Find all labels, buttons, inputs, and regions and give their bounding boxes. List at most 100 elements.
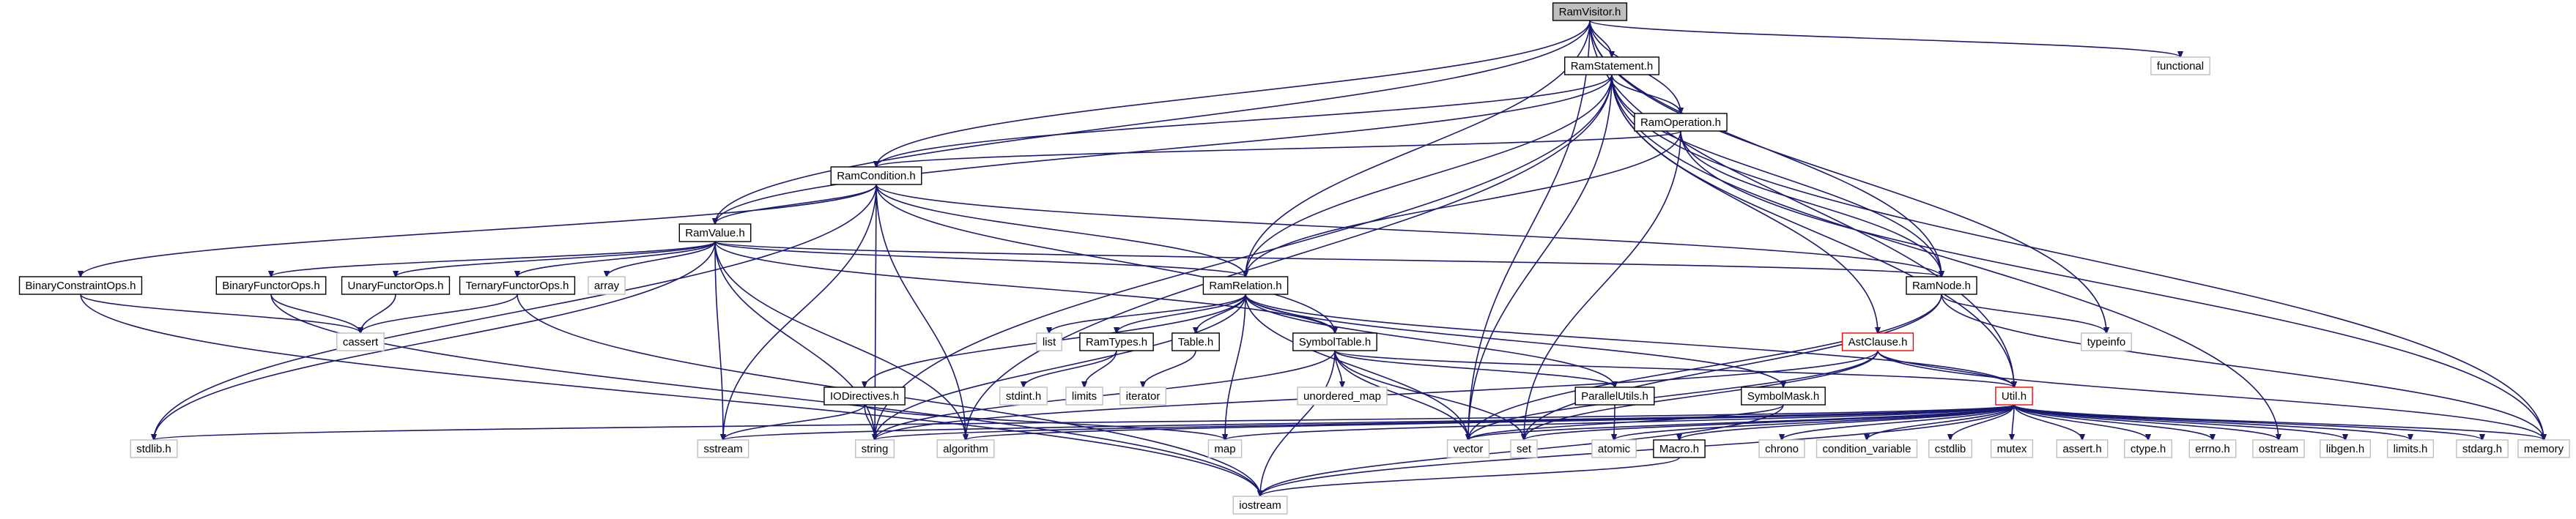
node-ramcondition-h[interactable]: RamCondition.h [830, 166, 922, 185]
node-binaryfunctorops-h[interactable]: BinaryFunctorOps.h [215, 276, 327, 295]
edge-ternaryfunctorops-h-to-cassert [360, 294, 518, 333]
node-ramrelation-h[interactable]: RamRelation.h [1202, 276, 1289, 295]
node-ramvalue-h[interactable]: RamValue.h [678, 223, 752, 242]
edge-util-h-to-cstdlib [1950, 404, 2015, 440]
node-iterator: iterator [1119, 387, 1167, 406]
node-label: cassert [343, 336, 379, 348]
edge-ramvalue-h-to-ramrelation-h [714, 241, 1246, 277]
node-memory: memory [2517, 439, 2570, 458]
node-label: RamTypes.h [1086, 336, 1147, 348]
edge-util-h-to-map [1225, 404, 2015, 440]
node-label: RamNode.h [1912, 280, 1971, 292]
edge-util-h-to-stdlib-h [154, 404, 2015, 440]
node-box [2056, 439, 2109, 458]
edge-util-h-to-ctype-h [2013, 404, 2148, 440]
edge-ramtypes-h-to-stdint-h [1024, 350, 1117, 387]
node-stdlib-h: stdlib.h [130, 439, 178, 458]
node-ramtypes-h[interactable]: RamTypes.h [1079, 332, 1154, 351]
edge-iodirectives-h-to-string [864, 404, 875, 440]
edge-util-h-to-condition-variable [1867, 404, 2015, 440]
edge-ramrelation-h-to-map [1225, 294, 1246, 440]
node-label: array [594, 280, 620, 292]
edge-ramcondition-h-to-sstream [723, 184, 877, 440]
node-ramstatement-h[interactable]: RamStatement.h [1564, 56, 1659, 75]
node-table-h[interactable]: Table.h [1172, 332, 1220, 351]
node-iodirectives-h[interactable]: IODirectives.h [823, 387, 906, 406]
node-algorithm: algorithm [936, 439, 995, 458]
node-box [1297, 387, 1388, 406]
node-ternaryfunctorops-h[interactable]: TernaryFunctorOps.h [459, 276, 576, 295]
edge-ramvisitor-h-to-typeinfo [1589, 20, 2106, 333]
node-label: ostream [2259, 443, 2298, 455]
node-label: RamStatement.h [1571, 60, 1654, 72]
node-label: atomic [1598, 443, 1631, 455]
node-binaryconstraintops-h[interactable]: BinaryConstraintOps.h [18, 276, 143, 295]
edge-ramstatement-h-to-ramrelation-h [1246, 74, 1613, 277]
edge-ramvalue-h-to-symboltable-h [714, 241, 1335, 333]
edge-ramnode-h-to-memory [1941, 294, 2544, 440]
node-box [936, 439, 995, 458]
edge-ramcondition-h-to-symboltable-h [876, 184, 1335, 333]
edge-ramvisitor-h-to-ramcondition-h [876, 20, 1591, 167]
node-assert-h: assert.h [2056, 439, 2109, 458]
node-ramnode-h[interactable]: RamNode.h [1906, 276, 1977, 295]
edge-ramcondition-h-to-binaryconstraintops-h [81, 184, 877, 277]
node-limits: limits [1065, 387, 1103, 406]
node-label: Util.h [2002, 390, 2027, 403]
node-box [215, 276, 327, 295]
node-label: BinaryFunctorOps.h [222, 280, 319, 292]
edge-ramtypes-h-to-limits [1084, 350, 1117, 387]
node-label: sstream [703, 443, 742, 455]
edge-util-h-to-limits-h [2013, 404, 2410, 440]
node-label: SymbolMask.h [1747, 390, 1819, 403]
node-util-h[interactable]: Util.h [1995, 387, 2033, 406]
node-box [2124, 439, 2172, 458]
node-label: string [862, 443, 889, 455]
node-label: condition_variable [1823, 443, 1911, 455]
node-symbolmask-h[interactable]: SymbolMask.h [1741, 387, 1826, 406]
node-map: map [1207, 439, 1243, 458]
edge-ramvalue-h-to-array [607, 241, 716, 277]
edge-ramstatement-h-to-ramvalue-h [715, 74, 1613, 224]
node-label: stdint.h [1006, 390, 1041, 403]
node-box [697, 439, 750, 458]
edge-ramcondition-h-to-stdlib-h [154, 184, 877, 440]
node-string: string [854, 439, 895, 458]
edge-util-h-to-atomic [1614, 404, 2015, 440]
edge-ramstatement-h-to-vector [1468, 74, 1613, 440]
node-macro-h[interactable]: Macro.h [1653, 439, 1706, 458]
node-box [1207, 439, 1243, 458]
node-symboltable-h[interactable]: SymbolTable.h [1292, 332, 1377, 351]
node-ramvisitor-h[interactable]: RamVisitor.h [1552, 2, 1628, 21]
node-box [2081, 332, 2132, 351]
edge-util-h-to-libgen-h [2013, 404, 2345, 440]
edge-binaryfunctorops-h-to-cassert [270, 294, 360, 333]
node-unaryfunctorops-h[interactable]: UnaryFunctorOps.h [341, 276, 451, 295]
edge-layer [81, 20, 2544, 496]
edge-ramcondition-h-to-ramvalue-h [715, 184, 877, 224]
node-box [459, 276, 576, 295]
edge-ramstatement-h-to-ostream [1611, 74, 2279, 440]
node-box [341, 276, 451, 295]
node-layer: RamVisitor.hRamStatement.hRamOperation.h… [18, 2, 2570, 515]
edge-ramvalue-h-to-sstream [714, 241, 723, 440]
node-label: stdarg.h [2462, 443, 2502, 455]
node-parallelutils-h[interactable]: ParallelUtils.h [1574, 387, 1655, 406]
node-box [2456, 439, 2509, 458]
node-set: set [1510, 439, 1538, 458]
node-cstdlib: cstdlib [1928, 439, 1972, 458]
node-label: ctype.h [2131, 443, 2166, 455]
node-astclause-h[interactable]: AstClause.h [1841, 332, 1914, 351]
node-box [130, 439, 178, 458]
edge-macro-h-to-iostream [1260, 457, 1680, 496]
node-label: IODirectives.h [830, 390, 899, 403]
node-label: stdlib.h [136, 443, 171, 455]
edge-ramoperation-h-to-ramrelation-h [1246, 130, 1681, 277]
node-box [2252, 439, 2305, 458]
node-label: ParallelUtils.h [1581, 390, 1648, 403]
edge-util-h-to-assert-h [2013, 404, 2082, 440]
node-errno-h: errno.h [2188, 439, 2237, 458]
node-label: limits.h [2394, 443, 2428, 455]
node-ramoperation-h[interactable]: RamOperation.h [1634, 113, 1728, 132]
